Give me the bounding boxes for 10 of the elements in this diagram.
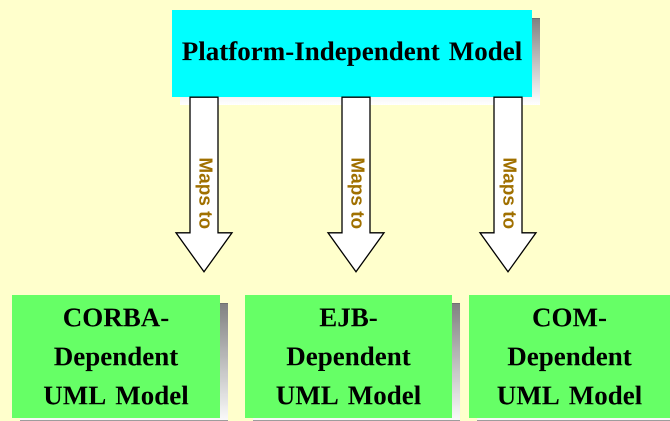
model-box: CORBA- Dependent UML Model	[12, 295, 228, 421]
block-arrow	[174, 96, 234, 273]
model-box: Platform-Independent Model	[172, 10, 540, 105]
block-arrow	[326, 96, 386, 273]
model-box: EJB- Dependent UML Model	[245, 295, 460, 421]
edge-label: Maps to	[500, 158, 516, 228]
edge-label: Maps to	[348, 158, 364, 228]
model-box: COM- Dependent UML Model	[469, 295, 670, 421]
edge-label: Maps to	[196, 158, 212, 228]
block-arrow	[478, 96, 538, 273]
